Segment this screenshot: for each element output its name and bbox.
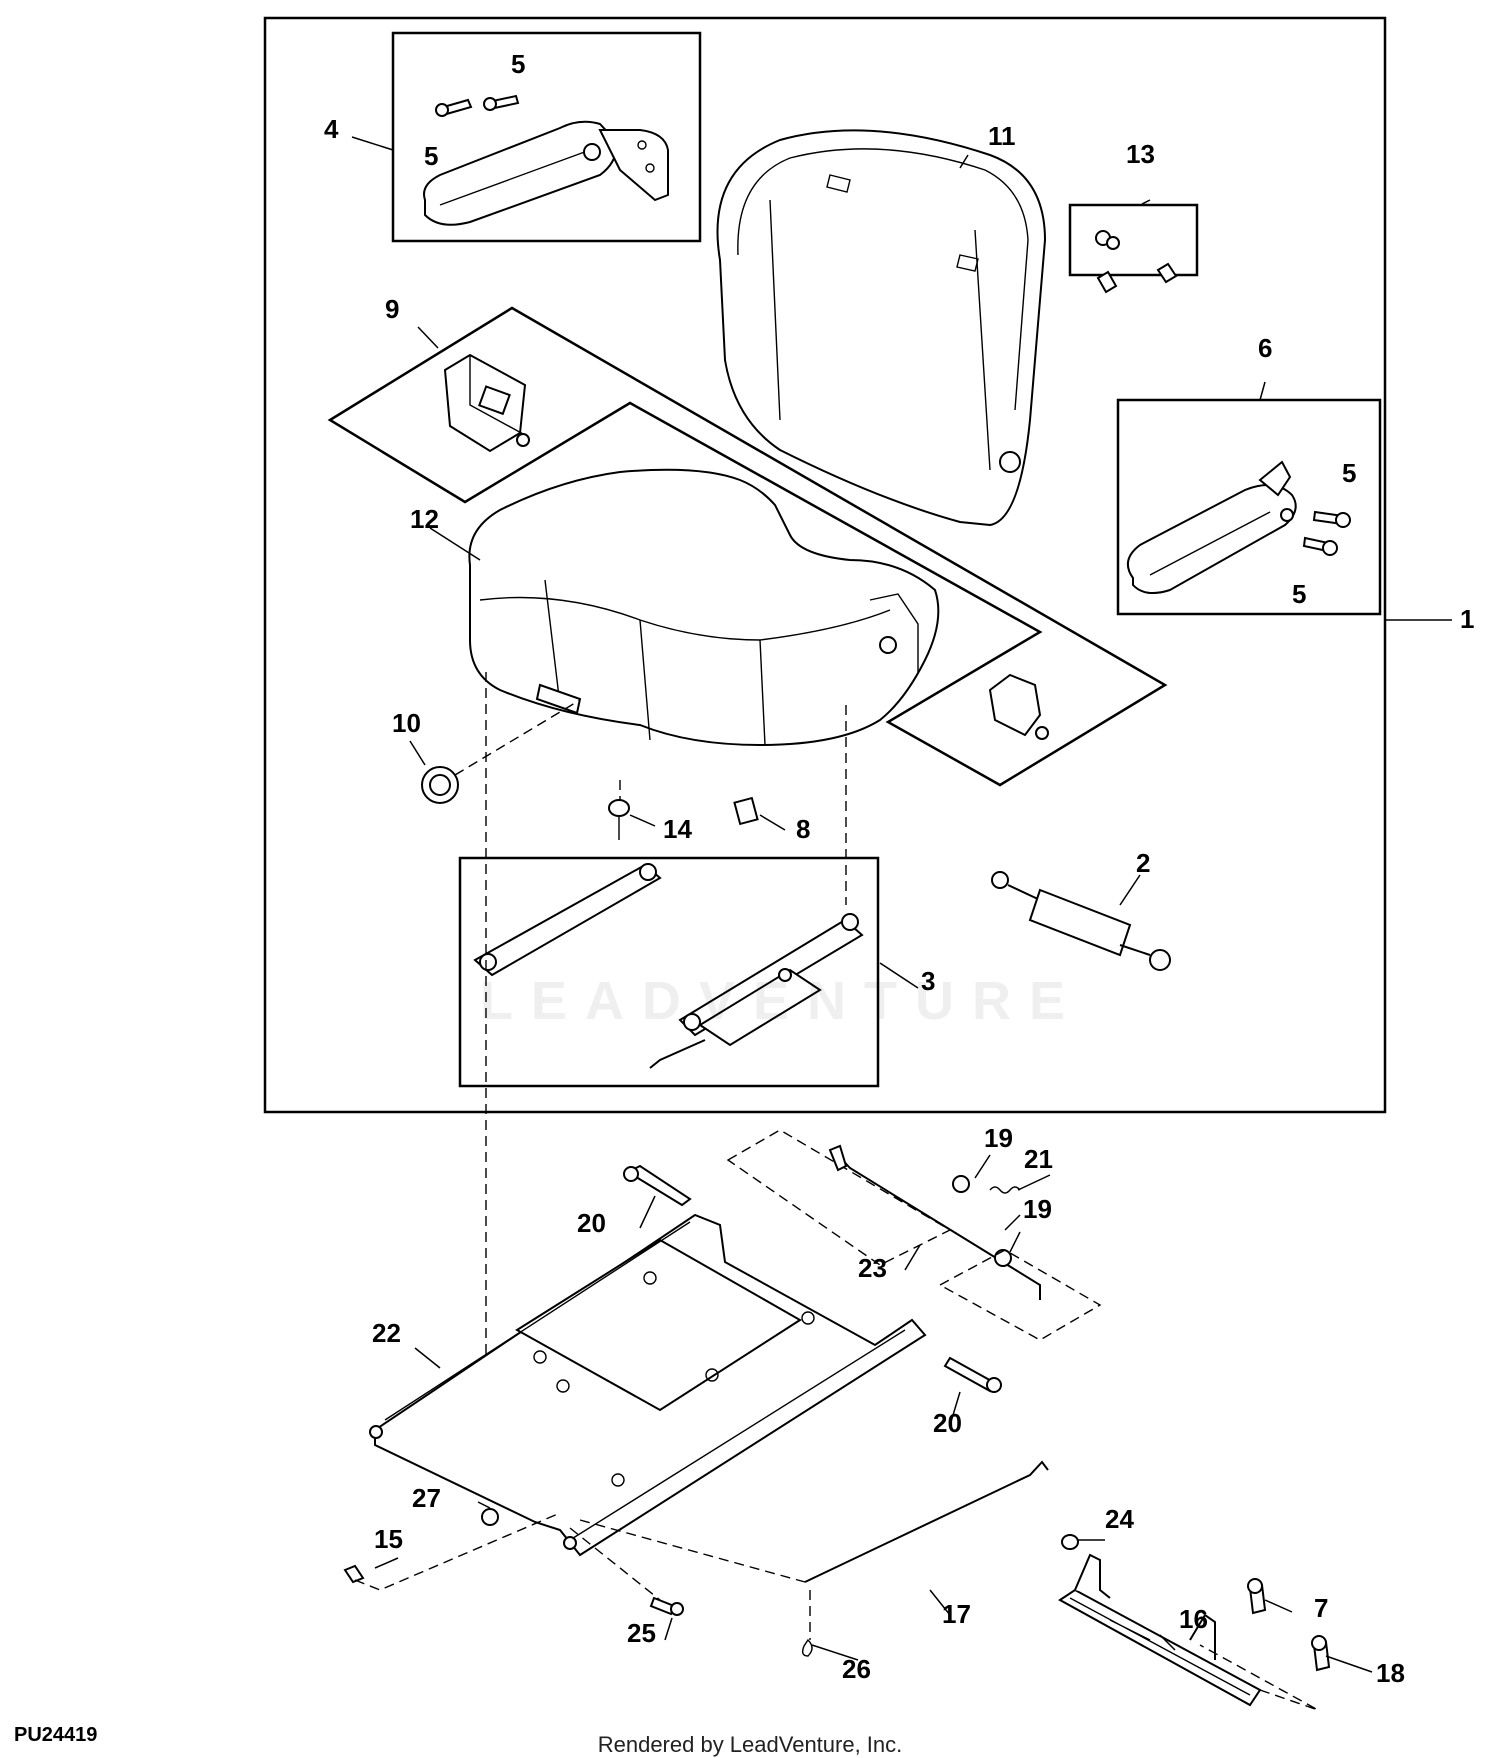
callout-19-lower: 19 [1023, 1194, 1052, 1224]
seat-assembly-frame [263, 16, 1387, 1114]
callout-20-lower: 20 [933, 1408, 962, 1438]
switch-block [733, 796, 759, 826]
callout-19-top: 19 [984, 1123, 1013, 1153]
callout-7: 7 [1314, 1593, 1328, 1623]
latch-rod [804, 1460, 1049, 1583]
callout-4: 4 [324, 114, 339, 144]
knob [421, 766, 459, 804]
callout-21: 21 [1024, 1144, 1053, 1174]
seat-back [716, 129, 1047, 527]
callout-5-right-bottom: 5 [1292, 579, 1306, 609]
callout-9: 9 [385, 294, 399, 324]
callout-5-top: 5 [511, 49, 525, 79]
callout-25: 25 [627, 1618, 656, 1648]
hardware-kit-group [1068, 203, 1199, 294]
callout-27: 27 [412, 1483, 441, 1513]
callout-26: 26 [842, 1654, 871, 1684]
callout-20-upper: 20 [577, 1208, 606, 1238]
callout-22: 22 [372, 1318, 401, 1348]
callout-16: 16 [1179, 1604, 1208, 1634]
seat-bracket [1058, 1553, 1319, 1711]
actuator-rod [726, 1129, 1102, 1341]
seat-switch [443, 353, 530, 453]
callout-1: 1 [1460, 604, 1474, 634]
render-credit: Rendered by LeadVenture, Inc. [597, 1732, 903, 1757]
armrest-right-group [1116, 398, 1382, 616]
bolt-25 [649, 1596, 676, 1616]
clip-26 [801, 1638, 813, 1657]
callout-24: 24 [1105, 1504, 1134, 1534]
plunger-pin [608, 799, 630, 840]
slide-rails-group [458, 856, 880, 1088]
callout-6: 6 [1258, 333, 1272, 363]
callout-5-left: 5 [424, 141, 438, 171]
drawing-id: PU24419 [14, 1724, 98, 1746]
switch-panel-outline [327, 306, 1168, 787]
seat-switch-lower [988, 673, 1049, 740]
callout-5-right-top: 5 [1342, 458, 1356, 488]
plug-24 [1061, 1534, 1079, 1550]
knob-dash-line [454, 699, 581, 776]
callout-3: 3 [921, 966, 935, 996]
armrest-left-group [391, 31, 702, 243]
bolt-15 [343, 1564, 365, 1584]
callout-18: 18 [1376, 1658, 1405, 1688]
callout-17: 17 [942, 1599, 971, 1629]
callout-12: 12 [410, 504, 439, 534]
nut-27 [481, 1508, 499, 1526]
callout-15: 15 [374, 1524, 403, 1554]
callout-2: 2 [1136, 848, 1150, 878]
seat-cushion [468, 468, 940, 747]
latch-rod-dash [579, 1519, 806, 1583]
callout-13: 13 [1126, 139, 1155, 169]
shock-absorber [991, 871, 1171, 971]
callout-23: 23 [858, 1253, 887, 1283]
watermark: LEADVENTURE [480, 971, 1084, 1031]
callout-11: 11 [988, 121, 1016, 151]
seat-base-plate [369, 1213, 927, 1557]
callout-14: 14 [663, 814, 692, 844]
leader-lines [351, 136, 1452, 1673]
callout-10: 10 [392, 708, 421, 738]
bolt-dash-lines [354, 1512, 661, 1601]
callout-8: 8 [796, 814, 810, 844]
